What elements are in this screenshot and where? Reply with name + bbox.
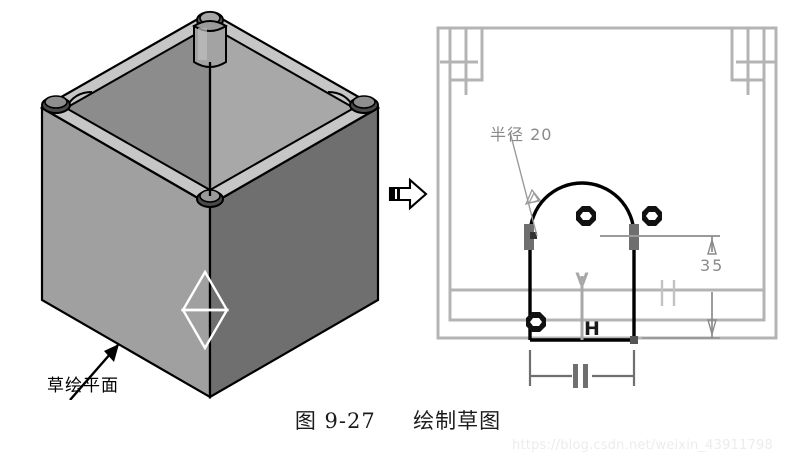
corner-boss-right [349,95,379,114]
arc-center-point[interactable] [530,232,537,239]
caption-title: 绘制草图 [413,409,502,433]
tangent-marker-left [524,224,534,250]
vertical-constraint-symbol: V [575,270,589,290]
reference-cross-marks [660,280,676,306]
2d-sketch-view: V H [436,26,778,388]
sketch-plane-leader-arrow [69,344,119,400]
equal-constraint-symbol [573,364,588,388]
point-marker-bottom-left[interactable] [526,312,546,332]
point-marker-center-top[interactable] [576,206,596,226]
transition-arrow-icon [388,177,428,211]
reference-corner-boss-left [440,28,484,95]
height-dimension-text[interactable]: 35 [700,256,725,275]
radius-dimension-text[interactable]: 半径 20 [490,125,553,144]
reference-inner-rect [448,26,766,322]
six-pointed-star-icon [180,269,230,351]
radius-leader [509,131,542,237]
width-dimension-line [528,350,636,386]
figure-caption: 图 9-27 绘制草图 [0,405,796,435]
watermark-text: https://blog.csdn.net/weixin_43911798 [512,438,773,453]
corner-boss-left [41,95,71,114]
isometric-box-model [39,10,381,400]
reference-corner-boss-right [730,28,776,95]
cylindrical-post-rear [192,20,228,68]
sketch-plane-label: 草绘平面 [47,376,119,396]
horizontal-constraint-symbol: H [584,318,600,340]
height-dimension-line [707,236,717,338]
caption-number: 图 9-27 [294,409,376,433]
point-marker-right-top[interactable] [642,206,662,226]
point-marker-bottom-right[interactable] [630,336,638,344]
